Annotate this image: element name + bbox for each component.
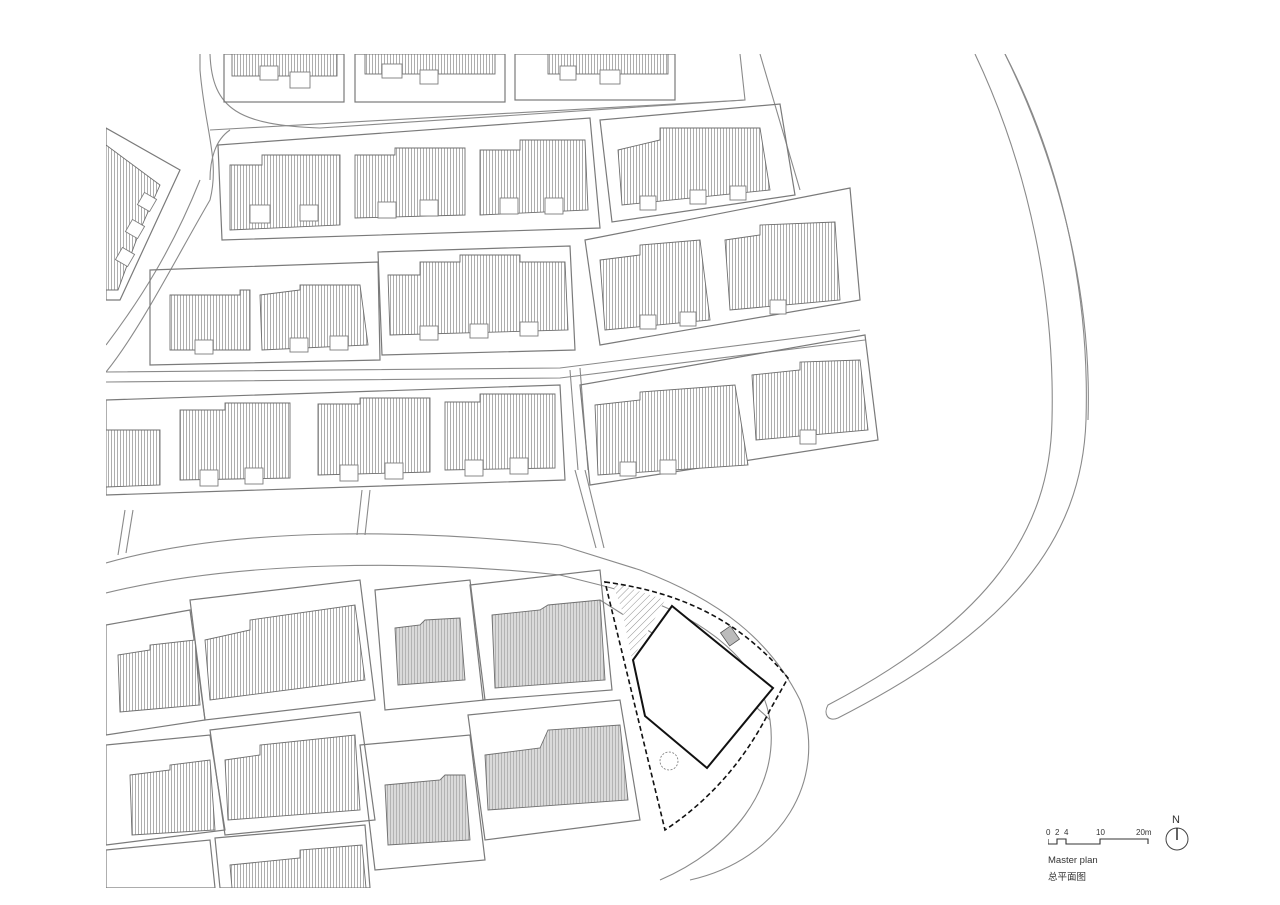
stair-icon [719, 625, 741, 647]
housing-block-row-3 [106, 334, 879, 496]
housing-block-row-0 [223, 54, 676, 103]
scale-tick-2: 2 [1055, 828, 1060, 837]
north-label: N [1172, 814, 1180, 826]
tree-icon [659, 751, 679, 771]
site-building-outline [631, 604, 775, 770]
scale-bar-labels: 0 2 4 10 20m [1046, 828, 1156, 838]
project-site [603, 581, 789, 832]
diagonal-road [106, 54, 214, 373]
drawing-title-cn: 总平面图 [1048, 872, 1087, 883]
scale-tick-10: 10 [1096, 828, 1105, 837]
site-boundary [603, 581, 789, 832]
scale-bar [1048, 838, 1149, 845]
scale-tick-0: 0 [1046, 828, 1051, 837]
housing-block-row-2 [149, 187, 861, 366]
north-arrow: N [1164, 814, 1192, 854]
scale-tick-4: 4 [1064, 828, 1069, 837]
ring-road [825, 54, 1089, 720]
housing-block-lower [106, 569, 641, 888]
north-arrow-icon [1165, 827, 1189, 851]
drawing-title-en: Master plan [1048, 855, 1098, 866]
housing-block-diagonal [106, 127, 181, 301]
legend: 0 2 4 10 20m N Master plan 总平面图 [1046, 814, 1206, 888]
housing-block-row-1 [217, 103, 796, 241]
scale-tick-20: 20m [1136, 828, 1152, 837]
